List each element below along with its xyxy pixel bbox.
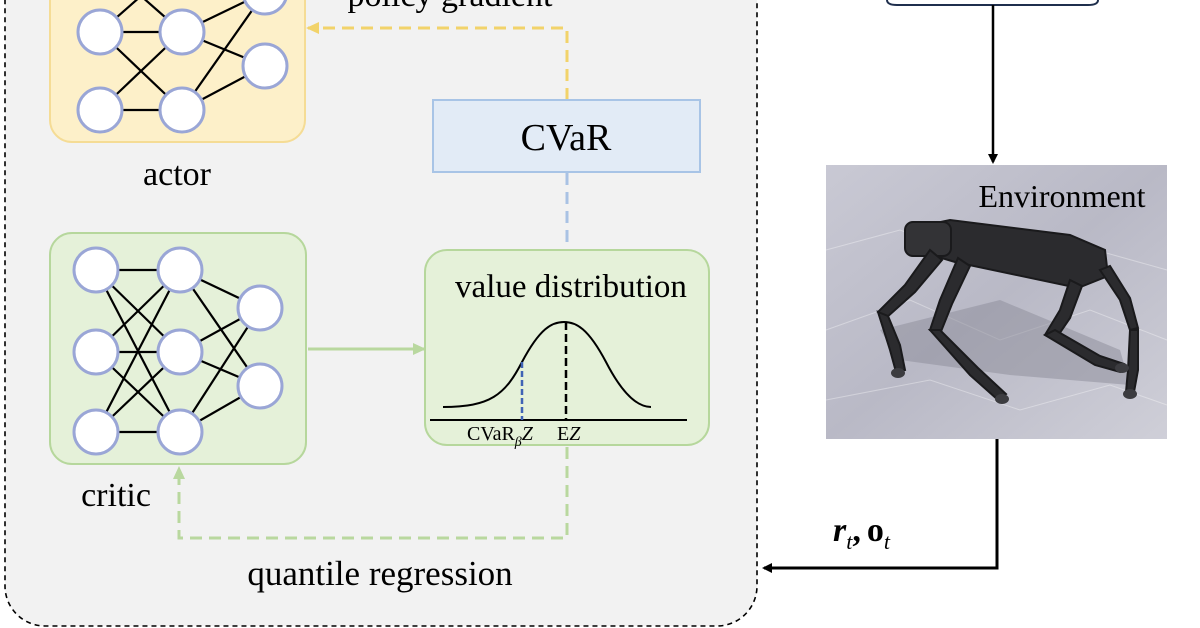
value-distribution-box [424,249,710,446]
actor-neuron [241,42,289,90]
actor-neuron [158,8,206,56]
value-distribution-label: value distribution [455,269,687,305]
environment-label: Environment [978,178,1145,214]
policy-gradient-label: policy gradient [348,0,553,14]
actor-label: actor [143,156,212,193]
actor-neuron [242,0,288,16]
actor-neuron [158,86,206,134]
critic-neuron [236,284,284,332]
reward-observation-arrow [762,439,999,573]
policy-gradient-arrow [306,22,569,100]
actor-neuron [76,8,124,56]
cvar-box [432,99,701,173]
critic-neuron [72,246,120,294]
quadruped-robot [876,218,1140,402]
critic-neuron [156,408,204,456]
critic-neuron [72,408,120,456]
cvar-axis-label: CVaRβZ [467,423,534,450]
actor-network [49,0,306,143]
cvar-label: CVaR [521,117,612,159]
critic-neuron [72,328,120,376]
distribution-curve [442,320,652,408]
quantile-regression-arrow [173,447,569,540]
environment-image [825,165,1168,439]
critic-label: critic [81,477,151,514]
expectation-axis-label: EZ [557,423,581,445]
critic-neuron [156,246,204,294]
critic-neuron [156,328,204,376]
critic-neuron [236,362,284,410]
actor-neuron [76,86,124,134]
critic-network [49,232,307,465]
policy-output-box [886,0,1099,6]
reward-observation-label: rt,ot [833,512,891,554]
quantile-regression-label: quantile regression [247,554,512,593]
